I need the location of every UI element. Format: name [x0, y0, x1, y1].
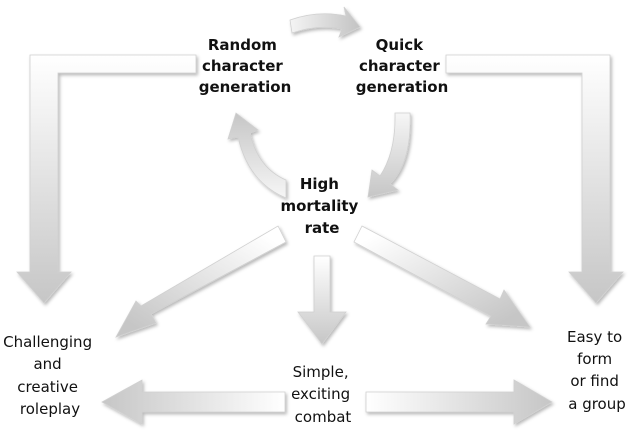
node-mortality-line: rate [305, 219, 340, 237]
node-challenging-creative-roleplay: Challenging and creative roleplay [3, 333, 97, 418]
arrow-quick-to-mortality [367, 112, 411, 198]
node-roleplay-line: and [33, 355, 61, 373]
node-quick-line: character [359, 57, 440, 75]
node-group-line: a group [568, 395, 626, 413]
arrow-combat-to-roleplay [101, 379, 286, 425]
arrow-combat-to-group [365, 379, 553, 425]
node-random-line: character [202, 57, 283, 75]
node-roleplay-line: creative [17, 378, 78, 396]
node-easy-to-form-group: Easy to form or find a group [567, 328, 627, 413]
node-random-character-generation: Random character generation [199, 36, 292, 96]
arrow-mortality-to-roleplay [115, 225, 287, 338]
node-combat-line: Simple, [293, 363, 349, 381]
node-random-line: Random [208, 36, 277, 54]
node-simple-exciting-combat: Simple, exciting combat [291, 363, 355, 426]
node-quick-line: Quick [376, 36, 424, 54]
node-quick-line: generation [356, 78, 449, 96]
arrow-random-to-quick [289, 6, 361, 38]
node-mortality-line: High [300, 175, 339, 193]
arrow-mortality-to-group [353, 225, 531, 328]
arrow-mortality-to-random [227, 112, 287, 199]
arrow-quick-to-group [445, 54, 624, 304]
node-random-line: generation [199, 78, 292, 96]
node-mortality-line: mortality [280, 197, 358, 215]
node-group-line: Easy to [567, 328, 622, 346]
node-combat-line: combat [295, 408, 352, 426]
node-high-mortality-rate: High mortality rate [280, 175, 363, 237]
node-group-line: or find [570, 372, 619, 390]
node-roleplay-line: Challenging [3, 333, 92, 351]
node-roleplay-line: roleplay [20, 400, 80, 418]
node-quick-character-generation: Quick character generation [356, 36, 449, 96]
arrow-random-to-roleplay [16, 54, 197, 304]
node-combat-line: exciting [291, 385, 350, 403]
arrow-mortality-to-combat [297, 255, 347, 345]
node-group-line: form [577, 350, 612, 368]
